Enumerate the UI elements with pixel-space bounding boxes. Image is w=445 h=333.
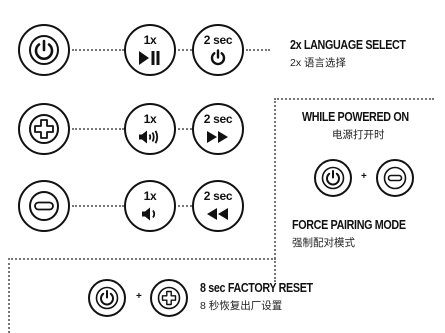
rewind-icon [207, 205, 229, 223]
plus-sign: + [361, 171, 367, 182]
pairing-subtitle: 强制配对模式 [292, 237, 355, 249]
step-power-off: 2 sec [192, 24, 244, 76]
reset-title: 8 sec FACTORY RESET [200, 281, 313, 295]
connector-line [178, 205, 192, 207]
step-fast-forward: 2 sec [192, 103, 244, 155]
volume-up-icon [139, 128, 161, 146]
fast-forward-icon [207, 128, 229, 146]
reset-border-left [8, 258, 10, 333]
connector-line [246, 49, 270, 51]
step-play-pause: 1x [124, 24, 176, 76]
power-icon [210, 49, 226, 67]
step-label: 2 sec [203, 188, 233, 203]
step-label: 2 sec [203, 32, 233, 47]
power-icon [95, 286, 119, 310]
step-rewind: 2 sec [192, 180, 244, 232]
step-volume-up: 1x [124, 103, 176, 155]
plus-icon [28, 113, 60, 145]
minus-icon [28, 190, 60, 222]
step-label: 1x [143, 111, 157, 126]
language-title: 2x LANGUAGE SELECT [290, 38, 406, 52]
power-icon [28, 34, 60, 66]
minus-icon [383, 166, 407, 190]
connector-line [178, 128, 192, 130]
powered-title: WHILE POWERED ON [302, 110, 409, 124]
panel-border-top [274, 98, 434, 100]
plus-sign: + [136, 291, 142, 302]
volume-down-button [18, 180, 70, 232]
reset-subtitle: 8 秒恢复出厂设置 [200, 300, 283, 312]
step-label: 2 sec [203, 111, 233, 126]
minus-button [376, 159, 414, 197]
power-button [88, 279, 126, 317]
connector-line [178, 49, 192, 51]
play-pause-icon [139, 49, 161, 67]
step-volume-down: 1x [124, 180, 176, 232]
power-icon [321, 166, 345, 190]
powered-subtitle: 电源打开时 [332, 129, 385, 141]
volume-down-icon [142, 205, 158, 223]
reset-border-top [8, 258, 276, 260]
plus-button [150, 279, 188, 317]
step-label: 1x [143, 188, 157, 203]
power-button [18, 24, 70, 76]
volume-up-button [18, 103, 70, 155]
panel-border-left [274, 98, 276, 282]
connector-line [72, 205, 124, 207]
plus-icon [157, 286, 181, 310]
connector-line [72, 128, 124, 130]
step-label: 1x [143, 32, 157, 47]
pairing-title: FORCE PAIRING MODE [292, 218, 406, 232]
language-subtitle: 2x 语言选择 [290, 57, 347, 69]
connector-line [72, 49, 124, 51]
power-button [314, 159, 352, 197]
